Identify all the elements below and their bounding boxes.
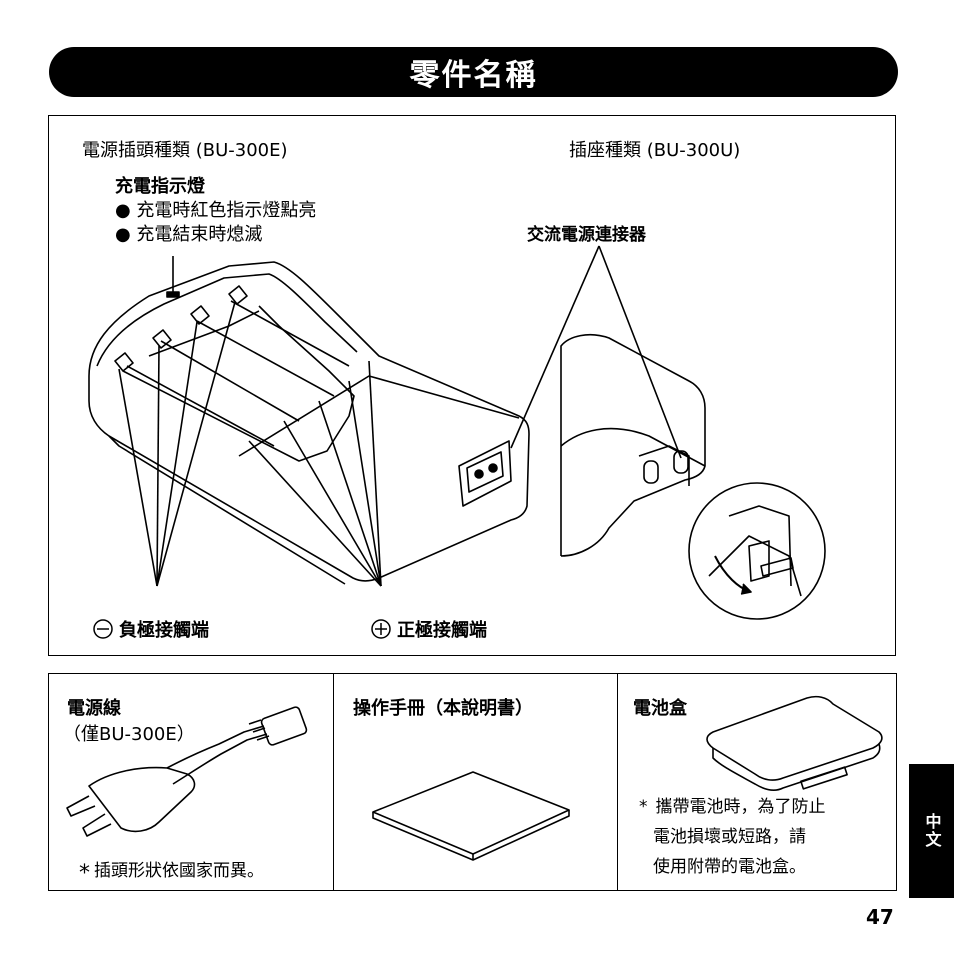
- battery-case-note-text-1: 攜帶電池時，為了防止: [655, 797, 826, 817]
- power-cord-illustration: [66, 706, 308, 837]
- minus-circle-icon: [93, 619, 113, 639]
- battery-case-illustration: [706, 695, 883, 791]
- battery-case-note-line-3: 使用附帶的電池盒。: [653, 857, 806, 877]
- manual-illustration: [372, 771, 570, 861]
- battery-case-note-line-2: 電池損壞或短路，請: [653, 827, 806, 847]
- language-side-tab: 中文: [909, 764, 954, 898]
- power-cord-note-text: 插頭形狀依國家而異。: [94, 861, 264, 881]
- manual-title: 操作手冊（本說明書）: [353, 698, 533, 719]
- side-tab-label: 中文: [922, 813, 942, 849]
- divider: [617, 674, 618, 890]
- accessories-panel: 電源線 （僅BU-300E） *插頭形狀依國家而異。 操作手冊（本說明書） 電池…: [48, 673, 897, 891]
- power-cord-title: 電源線: [67, 698, 121, 719]
- parts-diagram-panel: 電源插頭種類 (BU-300E) 插座種類 (BU-300U) 充電指示燈 ● …: [48, 115, 896, 656]
- positive-terminal-label: 正極接觸端: [397, 620, 487, 641]
- plug-type-label: 電源插頭種類 (BU-300E): [82, 140, 288, 161]
- page-number: 47: [866, 905, 894, 929]
- negative-terminal-label: 負極接觸端: [119, 620, 209, 641]
- asterisk: *: [79, 861, 90, 886]
- divider: [333, 674, 334, 890]
- page-title-bar: 零件名稱: [49, 47, 898, 97]
- charger-illustration: [88, 245, 826, 620]
- page-title: 零件名稱: [409, 58, 538, 93]
- socket-type-label: 插座種類 (BU-300U): [569, 140, 741, 161]
- battery-case-title: 電池盒: [633, 698, 687, 719]
- charge-indicator-heading: 充電指示燈: [115, 176, 205, 197]
- plus-circle-icon: [371, 619, 391, 639]
- negative-terminal-callout: 負極接觸端: [93, 616, 209, 642]
- charge-indicator-bullet-1: ● 充電時紅色指示燈點亮: [115, 200, 317, 221]
- charge-indicator-bullet-2: ● 充電結束時熄滅: [115, 224, 263, 245]
- battery-case-note-line-1: * 攜帶電池時，為了防止: [639, 792, 826, 817]
- ac-connector-label: 交流電源連接器: [527, 225, 646, 245]
- power-cord-subtitle: （僅BU-300E）: [63, 724, 195, 745]
- asterisk: *: [639, 797, 648, 817]
- power-cord-note: *插頭形狀依國家而異。: [79, 856, 264, 886]
- positive-terminal-callout: 正極接觸端: [371, 616, 487, 642]
